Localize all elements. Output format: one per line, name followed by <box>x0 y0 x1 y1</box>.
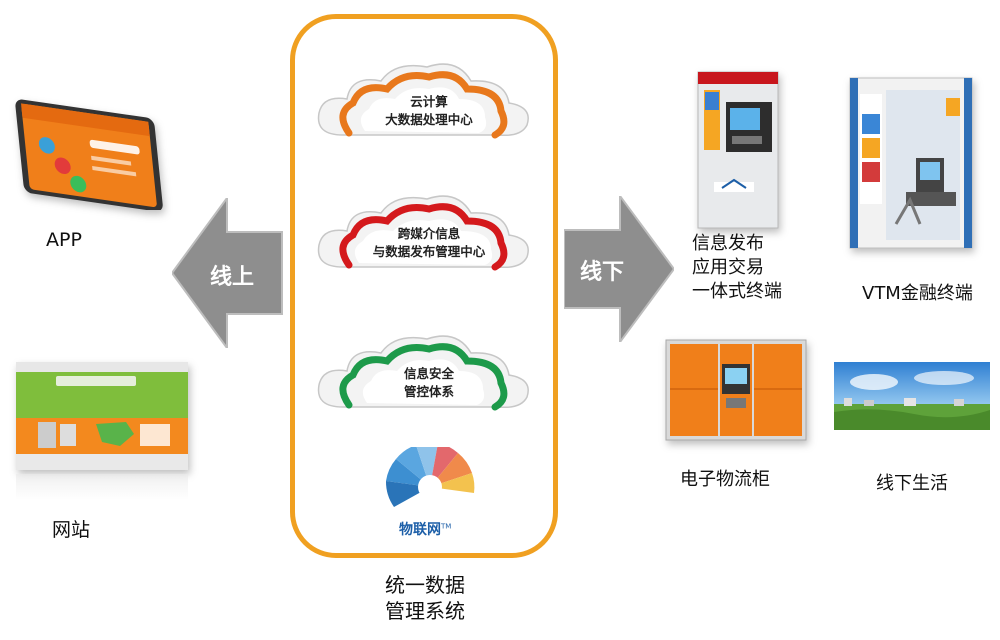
cloud-computing-cloud: 云计算 大数据处理中心 <box>295 53 563 153</box>
cloud-icon <box>317 335 529 411</box>
kiosk-label: 信息发布 应用交易 一体式终端 <box>692 233 782 302</box>
media-publishing-cloud: 跨媒介信息 与数据发布管理中心 <box>295 185 563 285</box>
website-label: 网站 <box>52 519 91 541</box>
app-label: APP <box>46 229 82 251</box>
iot-logo-tm: TM <box>441 522 452 531</box>
vtm-label: VTM金融终端 <box>862 283 973 304</box>
info-kiosk-image <box>697 71 779 229</box>
iot-logo-text: 物联网TM <box>399 519 451 539</box>
iot-logo-name: 物联网 <box>399 522 441 538</box>
website-screenshot-image <box>16 362 188 470</box>
online-arrow-label: 线上 <box>210 265 255 290</box>
logistics-locker-image <box>665 339 807 441</box>
iot-logo-icon <box>385 447 475 507</box>
offline-life-image <box>834 362 990 430</box>
locker-label: 电子物流柜 <box>680 469 770 490</box>
info-security-text: 信息安全 管控体系 <box>403 366 454 399</box>
app-phone-image <box>15 99 163 210</box>
unified-data-panel: 云计算 大数据处理中心 跨媒介信息 与数据发布管理中心 信息安全 管控体系 <box>290 14 558 558</box>
offline-arrow <box>564 196 674 342</box>
cloud-icon <box>317 63 529 139</box>
website-reflection <box>16 474 188 500</box>
media-publishing-text: 跨媒介信息 与数据发布管理中心 <box>372 226 486 259</box>
online-arrow <box>172 198 283 348</box>
offline-arrow-label: 线下 <box>580 260 625 285</box>
vtm-terminal-image <box>849 77 973 249</box>
cloud-icon <box>317 195 529 271</box>
offline-life-label: 线下生活 <box>876 473 948 494</box>
unified-data-caption: 统一数据 管理系统 <box>385 573 465 623</box>
cloud-computing-text: 云计算 大数据处理中心 <box>385 94 473 127</box>
info-security-cloud: 信息安全 管控体系 <box>295 325 563 425</box>
